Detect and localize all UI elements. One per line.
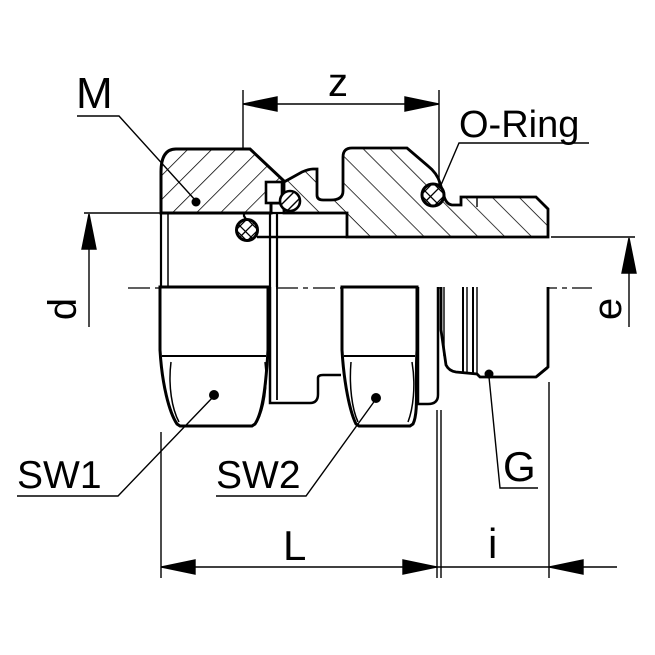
label-thread-m: M — [76, 69, 113, 118]
male-thread-outline — [439, 287, 550, 379]
dim-label-i: i — [488, 520, 497, 567]
cutting-ring-square — [264, 180, 284, 205]
label-sw2: SW2 — [216, 454, 301, 497]
l-arrow-right — [402, 559, 438, 575]
flange-outline — [416, 287, 440, 406]
label-oring: O-Ring — [459, 104, 579, 146]
sw2-leader-dot — [371, 393, 381, 403]
z-arrow-left — [242, 96, 278, 112]
cutting-ring-circle — [278, 189, 302, 213]
dim-label-d: d — [41, 298, 85, 320]
sw2-leader — [216, 398, 377, 497]
z-arrow-right — [404, 96, 440, 112]
m-leader — [77, 115, 197, 202]
external-view — [158, 203, 550, 428]
i-arrow-right — [548, 559, 584, 575]
thread-chamfer-line — [536, 367, 549, 378]
sw1-leader-dot — [209, 390, 219, 400]
collar-outline — [268, 287, 341, 405]
body-section — [282, 146, 550, 239]
labels: M z O-Ring d e SW1 SW2 G L i — [17, 61, 630, 569]
e-arrow — [621, 237, 637, 274]
l-arrow-left — [160, 559, 196, 575]
section-view — [159, 146, 550, 242]
g-leader — [488, 376, 538, 489]
dim-label-e: e — [586, 298, 630, 320]
g-leader-dot — [484, 369, 494, 379]
m-leader-dot — [191, 197, 201, 207]
dimensions — [81, 90, 637, 578]
sw2-hex-face-arc-left — [349, 361, 359, 423]
dim-label-z: z — [328, 61, 348, 105]
sw1-hex-face-arc-left — [169, 361, 180, 423]
dim-label-l: L — [283, 522, 306, 569]
sw1-leader — [17, 395, 215, 497]
oring-circle — [420, 182, 446, 208]
label-thread-g: G — [503, 443, 536, 490]
d-arrow — [81, 213, 97, 250]
label-sw1: SW1 — [17, 454, 102, 497]
sw2-hex-face-arc-right — [407, 361, 415, 423]
leaders — [17, 115, 589, 497]
oring-leader — [440, 142, 589, 186]
sw1-hex-face-arc-right — [256, 361, 267, 423]
